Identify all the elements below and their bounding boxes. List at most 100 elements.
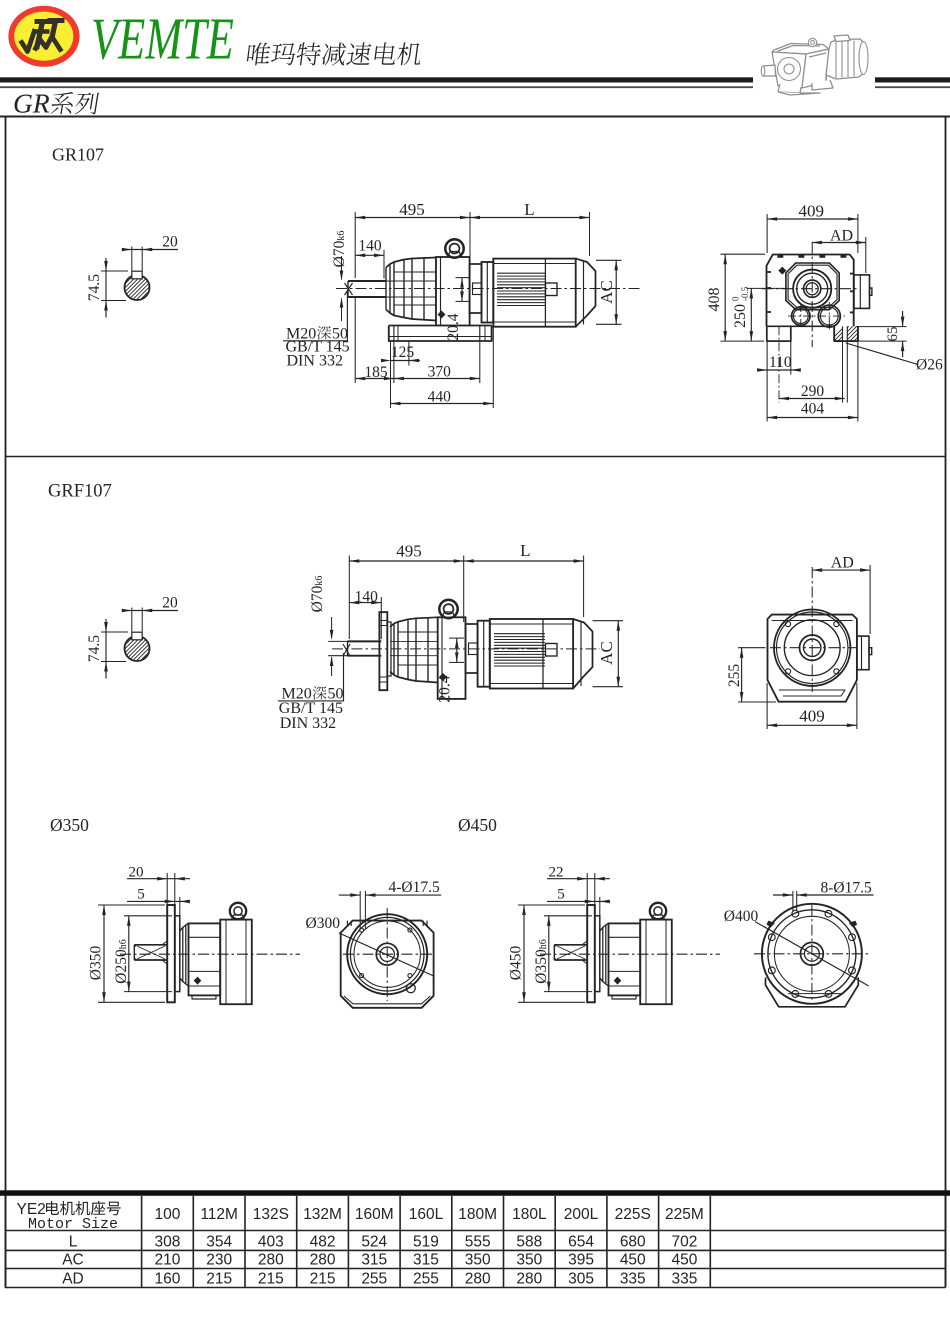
svg-text:100: 100 (155, 1206, 181, 1223)
svg-text:L: L (69, 1234, 78, 1251)
svg-text:DIN 332: DIN 332 (280, 715, 336, 732)
svg-text:495: 495 (396, 542, 422, 561)
svg-text:50: 50 (328, 686, 344, 703)
svg-text:AD: AD (830, 227, 853, 244)
svg-text:22: 22 (549, 865, 564, 881)
svg-text:450: 450 (672, 1252, 698, 1269)
svg-text:GB/T 145: GB/T 145 (286, 338, 350, 355)
svg-text:180M: 180M (458, 1206, 497, 1223)
svg-text:AD: AD (62, 1270, 84, 1287)
svg-text:20: 20 (162, 595, 178, 612)
svg-text:335: 335 (620, 1270, 646, 1287)
svg-text:524: 524 (361, 1234, 387, 1251)
svg-text:335: 335 (672, 1270, 698, 1287)
svg-text:Ø250h6: Ø250h6 (113, 939, 130, 983)
svg-text:GR107: GR107 (52, 145, 104, 165)
svg-text:315: 315 (361, 1252, 387, 1269)
svg-text:0: 0 (731, 296, 741, 301)
svg-text:74.5: 74.5 (86, 635, 103, 662)
svg-text:350: 350 (516, 1252, 542, 1269)
svg-text:680: 680 (620, 1234, 646, 1251)
svg-text:Ø450: Ø450 (458, 815, 497, 835)
svg-text:VEMTE: VEMTE (91, 7, 234, 73)
svg-text:Ø400: Ø400 (724, 908, 759, 925)
svg-text:354: 354 (206, 1234, 232, 1251)
svg-text:440: 440 (428, 389, 452, 406)
svg-text:GB/T 145: GB/T 145 (279, 700, 343, 717)
svg-text:185: 185 (364, 364, 388, 381)
svg-text:495: 495 (399, 200, 425, 219)
svg-text:305: 305 (568, 1270, 594, 1287)
svg-text:50: 50 (332, 325, 348, 342)
svg-text:125: 125 (391, 344, 415, 361)
svg-text:588: 588 (516, 1234, 542, 1251)
svg-text:210: 210 (155, 1252, 181, 1269)
svg-text:AD: AD (831, 554, 854, 571)
svg-text:290: 290 (801, 383, 825, 400)
svg-text:8-Ø17.5: 8-Ø17.5 (821, 880, 872, 897)
svg-text:370: 370 (428, 364, 452, 381)
svg-text:AC: AC (597, 641, 616, 665)
svg-text:225M: 225M (665, 1206, 704, 1223)
svg-text:215: 215 (206, 1270, 232, 1287)
svg-text:395: 395 (568, 1252, 594, 1269)
svg-text:20: 20 (129, 865, 144, 881)
svg-text:Ø26: Ø26 (916, 356, 943, 373)
svg-text:225S: 225S (615, 1206, 651, 1223)
svg-text:110: 110 (769, 354, 792, 371)
svg-text:L: L (520, 541, 530, 560)
svg-text:280: 280 (258, 1252, 284, 1269)
svg-text:DIN 332: DIN 332 (287, 353, 343, 370)
svg-text:280: 280 (465, 1270, 491, 1287)
svg-text:20: 20 (162, 234, 178, 251)
svg-text:280: 280 (516, 1270, 542, 1287)
svg-text:255: 255 (361, 1270, 387, 1287)
svg-text:450: 450 (620, 1252, 646, 1269)
svg-text:160L: 160L (409, 1206, 444, 1223)
svg-text:GRF107: GRF107 (48, 482, 112, 502)
svg-text:YE2: YE2 (17, 1201, 46, 1218)
svg-text:215: 215 (258, 1270, 284, 1287)
svg-text:Ø300: Ø300 (306, 915, 341, 932)
svg-text:GR: GR (13, 88, 50, 119)
svg-text:132S: 132S (253, 1206, 289, 1223)
svg-text:315: 315 (413, 1252, 439, 1269)
svg-text:350: 350 (465, 1252, 491, 1269)
svg-text:408: 408 (706, 288, 723, 312)
svg-text:Ø70k6: Ø70k6 (309, 576, 326, 613)
svg-text:AC: AC (597, 280, 616, 304)
svg-text:230: 230 (206, 1252, 232, 1269)
svg-text:20.4: 20.4 (437, 675, 454, 702)
svg-text:160: 160 (155, 1270, 181, 1287)
svg-text:Ø450: Ø450 (508, 946, 525, 981)
svg-text:255: 255 (726, 664, 743, 688)
svg-text:308: 308 (155, 1234, 181, 1251)
svg-text:M20: M20 (282, 686, 312, 703)
svg-text:140: 140 (355, 589, 379, 606)
svg-text:5: 5 (557, 887, 565, 903)
svg-text:255: 255 (413, 1270, 439, 1287)
svg-text:555: 555 (465, 1234, 491, 1251)
svg-text:112M: 112M (200, 1206, 238, 1223)
svg-text:403: 403 (258, 1234, 284, 1251)
svg-text:Ø350: Ø350 (50, 815, 89, 835)
svg-text:200L: 200L (564, 1206, 599, 1223)
svg-text:L: L (524, 200, 534, 219)
svg-text:AC: AC (62, 1252, 84, 1269)
svg-text:409: 409 (798, 202, 824, 221)
svg-text:215: 215 (310, 1270, 336, 1287)
svg-text:Motor Size: Motor Size (28, 1216, 118, 1233)
svg-text:409: 409 (799, 707, 825, 726)
svg-text:Ø350h6: Ø350h6 (533, 939, 550, 983)
svg-text:74.5: 74.5 (86, 274, 103, 301)
svg-text:654: 654 (568, 1234, 594, 1251)
svg-text:132M: 132M (303, 1206, 342, 1223)
svg-text:5: 5 (137, 887, 145, 903)
svg-text:20.4: 20.4 (445, 313, 462, 340)
svg-text:4-Ø17.5: 4-Ø17.5 (389, 879, 440, 896)
svg-text:Ø350: Ø350 (88, 946, 105, 981)
svg-text:160M: 160M (355, 1206, 394, 1223)
svg-text:-0.5: -0.5 (740, 286, 750, 301)
svg-text:280: 280 (310, 1252, 336, 1269)
svg-text:482: 482 (310, 1234, 336, 1251)
